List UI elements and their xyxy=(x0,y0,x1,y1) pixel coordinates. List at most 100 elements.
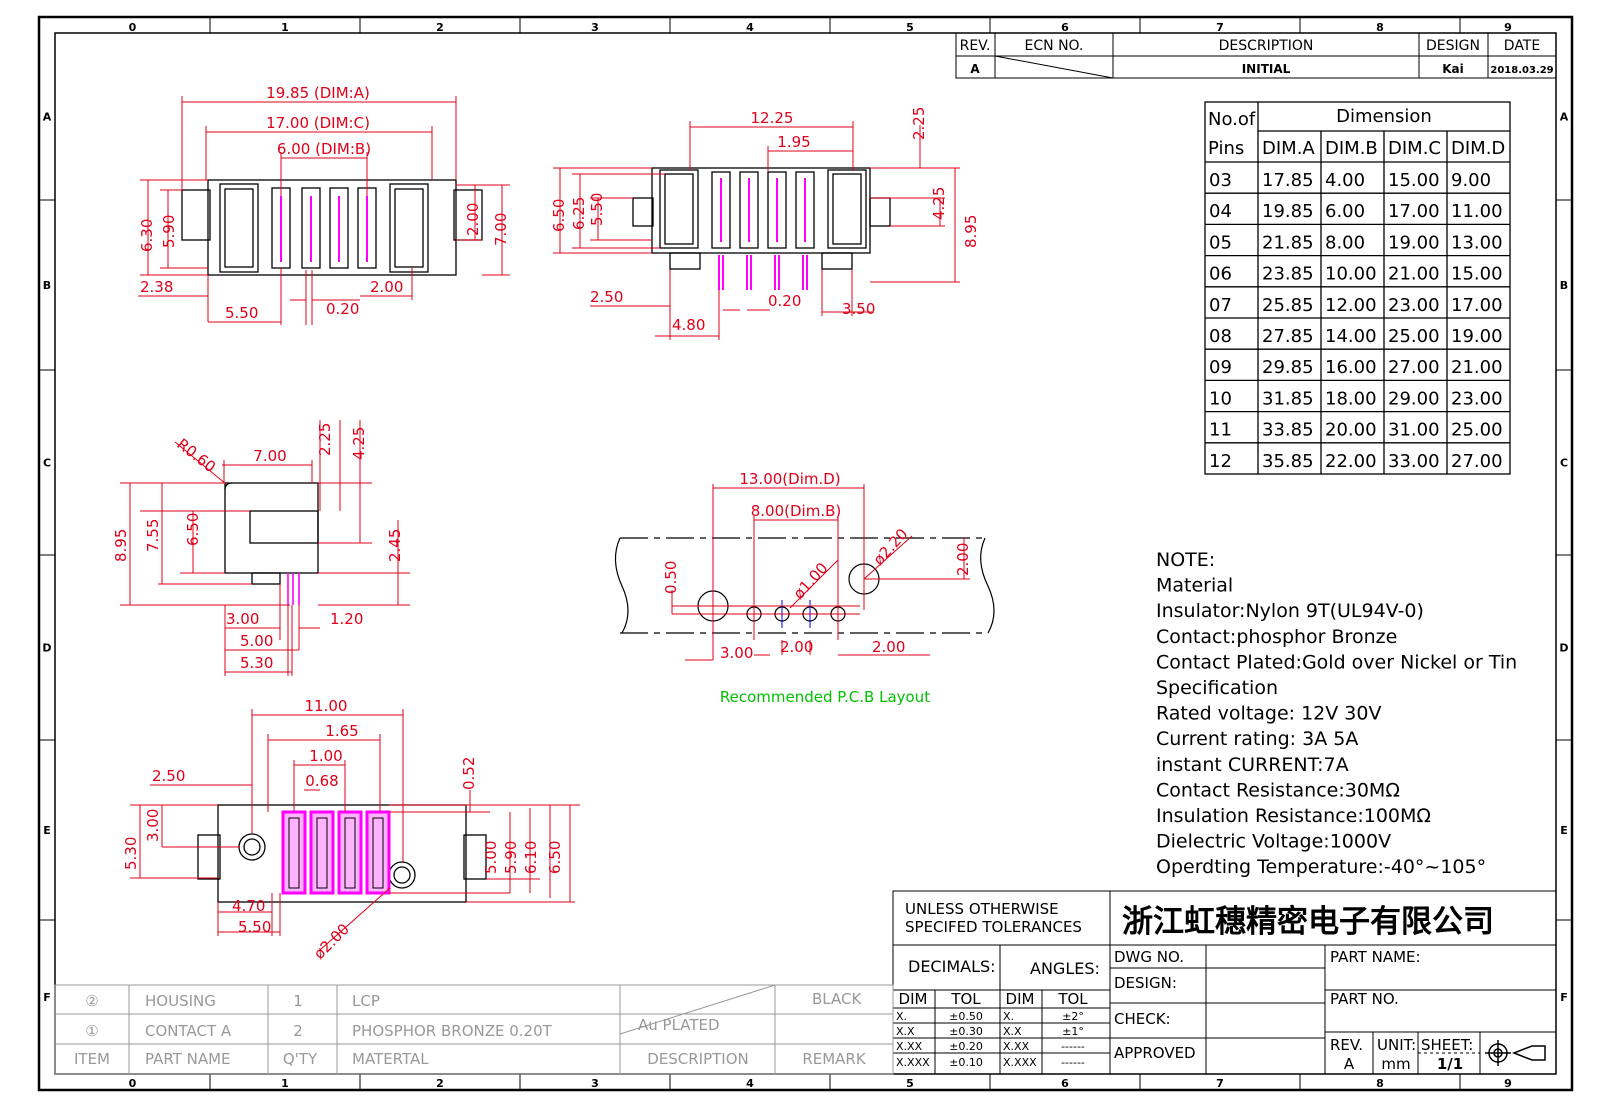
dim-table-value-cell: 29.00 xyxy=(1388,388,1440,409)
pcb-dim-200v: 2.00 xyxy=(954,543,972,576)
part-name-label: PART NAME: xyxy=(1330,948,1421,966)
bottom-dim-610: 6.10 xyxy=(522,841,540,874)
bom-row-2-material: PHOSPHOR BRONZE 0.20T xyxy=(352,1022,553,1040)
company-name: 浙江虹穗精密电子有限公司 xyxy=(1122,904,1494,940)
dec-tol-header: TOL xyxy=(950,990,981,1008)
side-dim-755: 7.55 xyxy=(144,519,162,552)
dim-table-value-cell: 33.00 xyxy=(1388,451,1440,472)
dim-table-value-cell: 15.00 xyxy=(1388,170,1440,191)
dim-table-value-cell: 35.85 xyxy=(1262,451,1314,472)
side-contacts xyxy=(287,573,300,605)
tolerance-title-2: SPECIFED TOLERANCES xyxy=(905,918,1082,936)
bom-header-material: MATERTAL xyxy=(352,1050,429,1068)
dim-table-value-cell: 18.00 xyxy=(1325,388,1377,409)
dim-table-value-cell: 29.85 xyxy=(1262,357,1314,378)
ang-row-4-dim: X.XXX xyxy=(1003,1056,1037,1069)
bom-row-1-qty: 1 xyxy=(293,992,303,1010)
title-text: 浙江虹穗精密电子有限公司 DWG NO. DESIGN: CHECK: APPR… xyxy=(1114,904,1494,1073)
zone-col-7-bottom: 7 xyxy=(1216,1077,1224,1090)
note-line: NOTE: xyxy=(1156,549,1215,571)
zone-col-0-bottom: 0 xyxy=(129,1077,137,1090)
zone-row-D-left: D xyxy=(42,642,51,655)
bottom-dim-550: 5.50 xyxy=(238,918,271,936)
dim-table-header-left-1: No.of xyxy=(1208,109,1256,130)
side-dim-530: 5.30 xyxy=(240,654,273,672)
note-line: instant CURRENT:7A xyxy=(1156,754,1349,776)
dim-table-pins-cell: 09 xyxy=(1209,357,1232,378)
tolerance-title-1: UNLESS OTHERWISE xyxy=(905,900,1059,918)
zone-row-E-right: E xyxy=(1560,824,1568,837)
bom-header-remark: REMARK xyxy=(802,1050,867,1068)
dim-table-value-cell: 23.00 xyxy=(1451,388,1503,409)
zone-row-F-right: F xyxy=(1560,991,1568,1004)
dim-table-value-cell: 6.00 xyxy=(1325,201,1365,222)
dim-table-value-cell: 17.85 xyxy=(1262,170,1314,191)
side-dim-300: 3.00 xyxy=(226,610,259,628)
bottom-dim-650: 6.50 xyxy=(546,841,564,874)
dim-table-value-cell: 31.00 xyxy=(1388,420,1440,441)
top-dim-350: 3.50 xyxy=(842,300,875,318)
bom-header-qty: Q'TY xyxy=(283,1050,318,1068)
ecn-header: ECN NO. xyxy=(1025,38,1084,54)
side-dim-500: 5.00 xyxy=(240,632,273,650)
note-line: Specification xyxy=(1156,677,1278,699)
projection-symbol-icon xyxy=(1485,1040,1546,1066)
bottom-dim-100: 1.00 xyxy=(309,747,342,765)
tolerance-text: UNLESS OTHERWISE SPECIFED TOLERANCES DEC… xyxy=(896,900,1100,1069)
top-view: 12.25 1.95 2.25 6.50 6.25 5.50 4.25 8.95… xyxy=(550,107,980,340)
pcb-dim-lines xyxy=(671,484,970,661)
front-dim-550: 5.50 xyxy=(225,304,258,322)
zone-col-6-top: 6 xyxy=(1061,21,1069,34)
pcb-dim-220: ø2.20 xyxy=(870,525,912,569)
zone-col-1-bottom: 1 xyxy=(281,1077,289,1090)
dim-table-value-cell: 21.85 xyxy=(1262,232,1314,253)
side-dim-lines xyxy=(120,420,410,676)
description-value: INITIAL xyxy=(1242,62,1291,76)
dim-table-value-cell: 25.85 xyxy=(1262,295,1314,316)
dim-table-value-cell: 23.00 xyxy=(1388,295,1440,316)
rev-value: A xyxy=(1344,1055,1355,1073)
top-dim-625: 6.25 xyxy=(570,197,588,230)
dim-table-value-cell: 23.85 xyxy=(1262,264,1314,285)
note-line: Material xyxy=(1156,575,1233,597)
ang-row-4-tol: ------ xyxy=(1061,1056,1085,1069)
dim-table-value-cell: 21.00 xyxy=(1451,357,1503,378)
bom-header-description: DESCRIPTION xyxy=(647,1050,749,1068)
dim-table-grid xyxy=(1204,101,1511,475)
dim-table-pins-cell: 11 xyxy=(1209,420,1232,441)
dim-table-value-cell: 31.85 xyxy=(1262,388,1314,409)
dwg-no-label: DWG NO. xyxy=(1114,948,1184,966)
bottom-dim-052: 0.52 xyxy=(460,757,478,790)
dim-table-value-cell: 10.00 xyxy=(1325,264,1377,285)
dim-table-col-dim-d: DIM.D xyxy=(1451,138,1505,159)
zone-row-E-left: E xyxy=(43,824,51,837)
zone-col-4-top: 4 xyxy=(746,21,754,34)
front-dim-c: 17.00 (DIM:C) xyxy=(266,114,370,132)
dim-table-group-header: Dimension xyxy=(1336,106,1432,127)
dim-table-pins-cell: 06 xyxy=(1209,264,1232,285)
pcb-layout-view: 13.00(Dim.D) 8.00(Dim.B) ø2.20 2.00 0.50… xyxy=(614,470,995,706)
front-dim-630: 6.30 xyxy=(138,219,156,252)
zone-col-6-bottom: 6 xyxy=(1061,1077,1069,1090)
pcb-dim-050: 0.50 xyxy=(662,561,680,594)
note-line: Operdting Temperature:-40°~105° xyxy=(1156,856,1486,878)
decimals-label: DECIMALS: xyxy=(908,957,996,976)
zone-col-2-bottom: 2 xyxy=(436,1077,444,1090)
side-dim-895: 8.95 xyxy=(112,529,130,562)
side-dim-700: 7.00 xyxy=(253,447,286,465)
pcb-dim-200b: 2.00 xyxy=(872,638,905,656)
bottom-dim-300: 3.00 xyxy=(144,809,162,842)
dim-table-header-left-2: Pins xyxy=(1208,138,1244,159)
bottom-view: 11.00 1.65 1.00 0.68 0.52 2.50 5.30 3.00… xyxy=(122,697,580,963)
zone-col-0-top: 0 xyxy=(129,21,137,34)
zone-col-7-top: 7 xyxy=(1216,21,1224,34)
side-dim-425: 4.25 xyxy=(350,427,368,460)
ang-row-1-dim: X. xyxy=(1003,1010,1014,1023)
dim-table-value-cell: 19.00 xyxy=(1388,232,1440,253)
date-value: 2018.03.29 xyxy=(1490,65,1553,76)
zone-col-3-bottom: 3 xyxy=(591,1077,599,1090)
dim-table-pins-cell: 05 xyxy=(1209,232,1232,253)
dec-row-3-dim: X.XX xyxy=(896,1040,923,1053)
